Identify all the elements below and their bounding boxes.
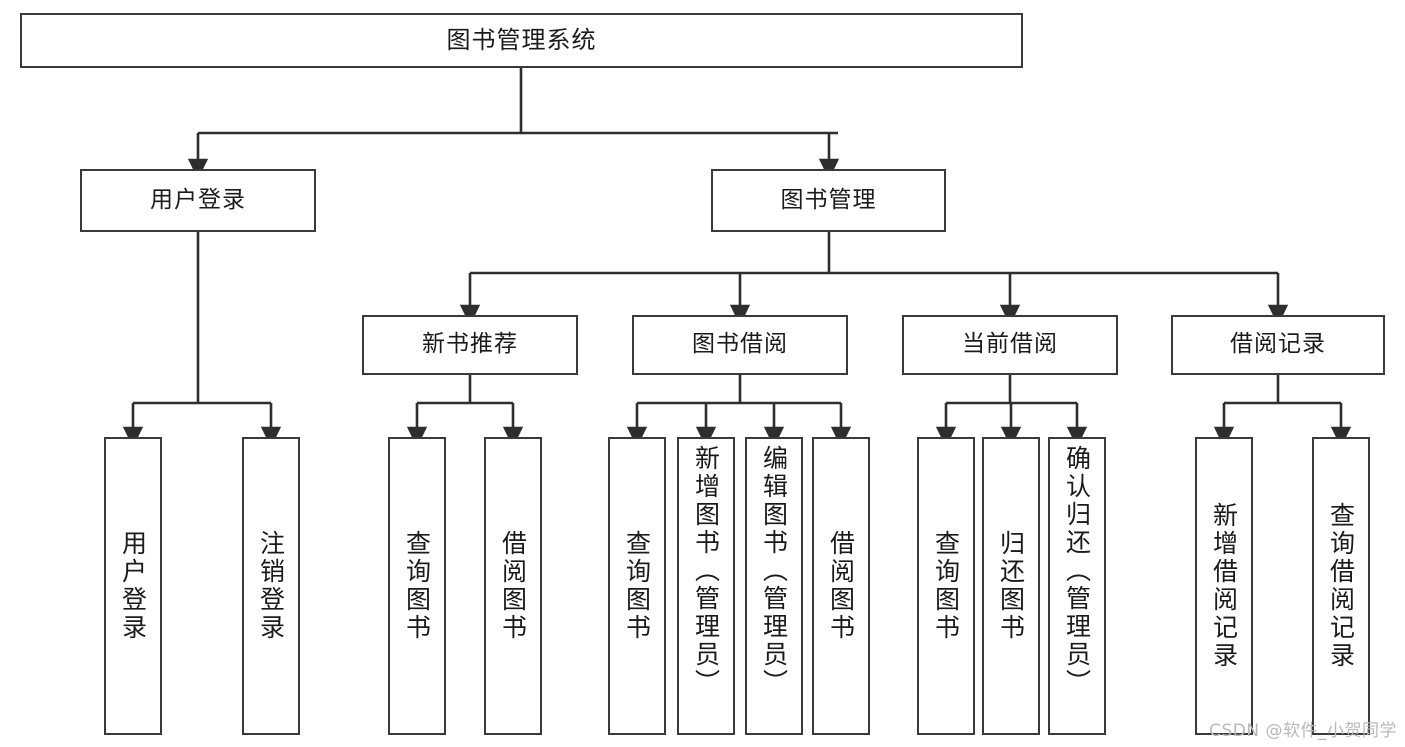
node-root-system[interactable]: 图书管理系统 <box>20 13 1023 68</box>
leaf-borrow-borrow-book-label: 借阅图书 <box>826 530 856 642</box>
node-book-borrow-label: 图书借阅 <box>692 331 788 358</box>
leaf-record-add-record[interactable]: 新增借阅记录 <box>1195 437 1253 735</box>
leaf-user-logout-label: 注销登录 <box>256 530 286 642</box>
leaf-current-return-book[interactable]: 归还图书 <box>982 437 1040 735</box>
node-user-login-label: 用户登录 <box>150 186 246 213</box>
leaf-borrow-edit-book-admin-label: 编辑图书（管理员） <box>759 445 789 697</box>
node-book-management[interactable]: 图书管理 <box>711 169 946 232</box>
leaf-record-query-record-label: 查询借阅记录 <box>1326 502 1356 670</box>
leaf-borrow-query-book[interactable]: 查询图书 <box>608 437 666 735</box>
leaf-newbook-query-book[interactable]: 查询图书 <box>388 437 446 735</box>
leaf-current-confirm-return-admin[interactable]: 确认归还（管理员） <box>1048 437 1106 735</box>
node-borrow-record-label: 借阅记录 <box>1230 331 1326 358</box>
node-current-borrow[interactable]: 当前借阅 <box>902 315 1118 375</box>
leaf-borrow-borrow-book[interactable]: 借阅图书 <box>812 437 870 735</box>
leaf-current-query-book-label: 查询图书 <box>931 530 961 642</box>
node-user-login[interactable]: 用户登录 <box>80 169 316 232</box>
leaf-borrow-query-book-label: 查询图书 <box>622 530 652 642</box>
leaf-current-confirm-return-admin-label: 确认归还（管理员） <box>1062 445 1092 697</box>
node-root-label: 图书管理系统 <box>446 26 597 55</box>
leaf-current-query-book[interactable]: 查询图书 <box>917 437 975 735</box>
leaf-record-query-record[interactable]: 查询借阅记录 <box>1312 437 1370 735</box>
node-book-management-label: 图书管理 <box>780 186 877 213</box>
leaf-record-add-record-label: 新增借阅记录 <box>1209 502 1239 670</box>
leaf-user-login-label: 用户登录 <box>118 530 148 642</box>
leaf-borrow-add-book-admin[interactable]: 新增图书（管理员） <box>677 437 735 735</box>
node-new-book-recommend[interactable]: 新书推荐 <box>362 315 578 375</box>
leaf-user-logout[interactable]: 注销登录 <box>242 437 300 735</box>
leaf-user-login[interactable]: 用户登录 <box>104 437 162 735</box>
leaf-newbook-query-book-label: 查询图书 <box>402 530 432 642</box>
node-book-borrow[interactable]: 图书借阅 <box>632 315 848 375</box>
node-new-book-recommend-label: 新书推荐 <box>422 331 518 358</box>
leaf-borrow-add-book-admin-label: 新增图书（管理员） <box>691 445 721 697</box>
leaf-newbook-borrow-book-label: 借阅图书 <box>498 530 528 642</box>
node-borrow-record[interactable]: 借阅记录 <box>1171 315 1385 375</box>
leaf-newbook-borrow-book[interactable]: 借阅图书 <box>484 437 542 735</box>
node-current-borrow-label: 当前借阅 <box>962 331 1058 358</box>
leaf-borrow-edit-book-admin[interactable]: 编辑图书（管理员） <box>745 437 803 735</box>
leaf-current-return-book-label: 归还图书 <box>996 530 1026 642</box>
